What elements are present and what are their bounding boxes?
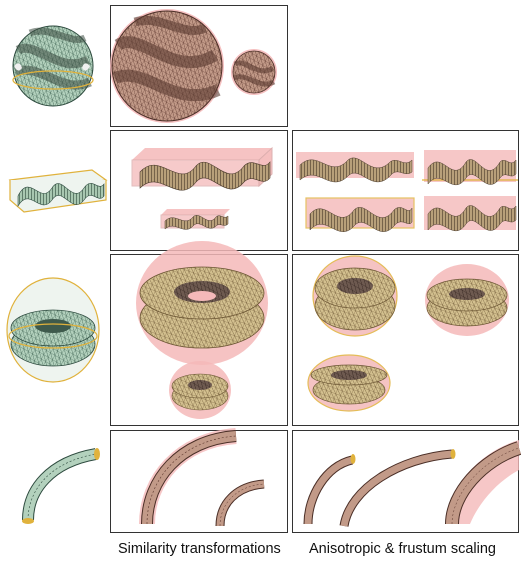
input-torus — [7, 278, 99, 382]
input-sphere — [13, 26, 93, 106]
aniso-wave-box-a — [296, 152, 414, 182]
output-torus-large — [136, 241, 268, 365]
aniso-torus-frustum — [308, 355, 390, 411]
input-wave-box — [10, 170, 106, 212]
output-sphere-large — [110, 9, 224, 123]
caption-similarity: Similarity transformations — [118, 541, 281, 557]
aniso-tube-frustum — [446, 440, 519, 524]
panel-row2-anisotropic — [293, 131, 519, 251]
aniso-torus-b — [425, 264, 509, 336]
output-tube-small — [220, 484, 264, 526]
aniso-wave-box-c — [306, 198, 414, 232]
aniso-torus-a — [313, 256, 397, 336]
aniso-wave-box-d — [424, 196, 516, 231]
output-wave-box-small — [161, 209, 230, 229]
caption-anisotropic: Anisotropic & frustum scaling — [309, 541, 496, 557]
aniso-tube-b — [344, 449, 456, 526]
output-torus-small — [169, 361, 231, 419]
output-wave-box-large — [132, 148, 272, 190]
aniso-wave-box-b — [422, 150, 518, 185]
input-tube — [22, 448, 100, 524]
output-sphere-small — [231, 49, 277, 95]
